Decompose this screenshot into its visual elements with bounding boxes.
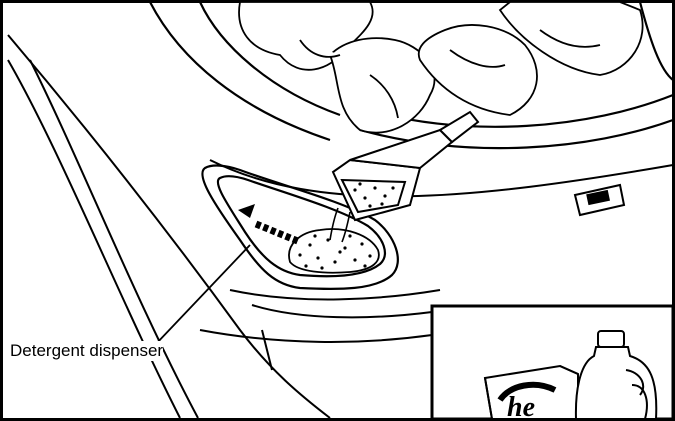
- callout-leader-line: [154, 244, 251, 346]
- detergent-pile: [288, 228, 380, 274]
- washer-cabinet: [7, 34, 674, 419]
- inset-bottle-logo: he: [507, 392, 535, 421]
- detergent-stream: [329, 207, 351, 243]
- detergent-dispenser-label: Detergent dispenser: [10, 341, 164, 361]
- door-latch: [573, 183, 626, 217]
- dispenser-recess: [201, 164, 399, 291]
- pour-direction-arrow: [238, 204, 302, 246]
- detergent-inset: he: [430, 304, 675, 421]
- laundry: [238, 1, 644, 134]
- detergent-scoop: [331, 110, 480, 222]
- detergent-bottle: [574, 330, 658, 420]
